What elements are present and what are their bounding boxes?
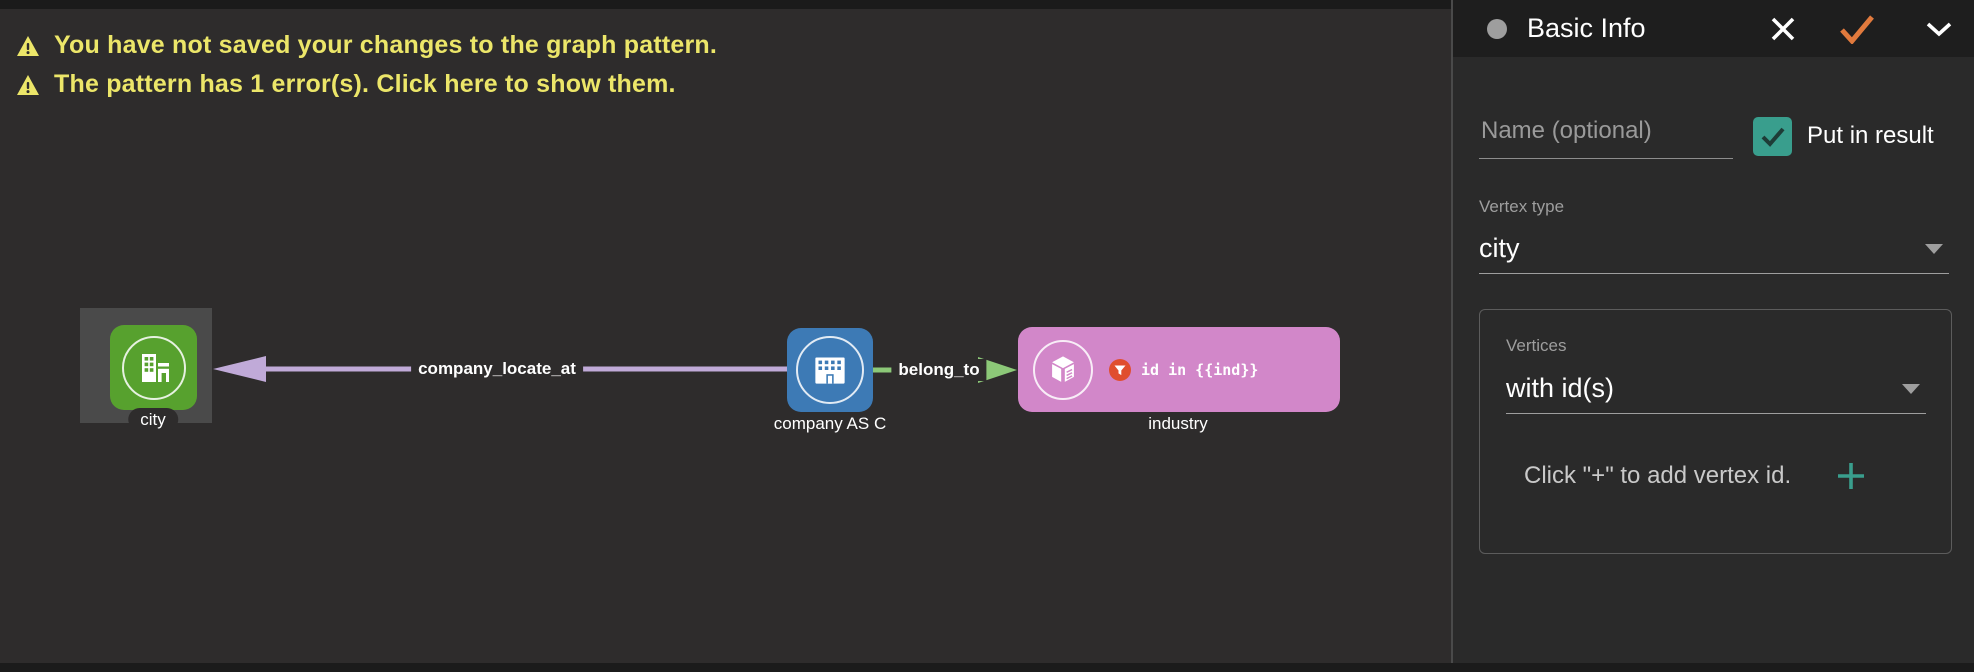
vertex-type-select[interactable]: city	[1479, 224, 1949, 274]
dropdown-caret-icon	[1902, 383, 1920, 394]
vertex-city-label: city	[128, 408, 178, 431]
vertex-industry-filter-text: id in {{ind}}	[1141, 360, 1259, 379]
basic-info-panel: Basic Info	[1453, 0, 1974, 672]
vertex-company[interactable]	[787, 328, 873, 412]
city-icon-ring	[121, 335, 186, 400]
vertex-industry[interactable]: id in {{ind}}	[1018, 327, 1340, 412]
vertices-label: Vertices	[1506, 336, 1567, 355]
warning-triangle-icon	[17, 35, 39, 56]
company-icon-ring	[796, 336, 864, 404]
checkbox-check-icon	[1761, 127, 1785, 147]
graph-canvas[interactable]: You have not saved your changes to the g…	[0, 0, 1451, 672]
edge-label-belong-to[interactable]: belong_to	[891, 359, 987, 381]
panel-divider	[1451, 0, 1453, 672]
vertices-section: Vertices with id(s) Click "+" to add ver…	[1479, 309, 1952, 554]
plus-icon	[1838, 463, 1865, 489]
check-icon	[1840, 14, 1874, 44]
vertices-mode-select[interactable]: with id(s)	[1506, 364, 1926, 414]
put-in-result-checkbox[interactable]	[1753, 117, 1792, 156]
vertex-type-value: city	[1479, 233, 1520, 263]
panel-header: Basic Info	[1453, 0, 1974, 57]
industry-icon-ring	[1033, 339, 1093, 400]
close-icon	[1771, 17, 1795, 40]
add-vertex-id-button[interactable]	[1833, 458, 1869, 494]
warning-triangle-icon	[17, 74, 39, 95]
apply-button[interactable]	[1834, 6, 1880, 52]
collapse-button[interactable]	[1916, 6, 1962, 52]
filter-funnel-icon	[1109, 358, 1131, 381]
top-strip	[0, 0, 1451, 9]
vertices-hint-row: Click "+" to add vertex id.	[1480, 458, 1951, 494]
vertices-mode-value: with id(s)	[1506, 373, 1615, 403]
bottom-strip	[0, 663, 1974, 672]
put-in-result-label: Put in result	[1807, 122, 1934, 149]
industry-box-icon	[1052, 355, 1074, 382]
warning-unsaved: You have not saved your changes to the g…	[16, 31, 717, 60]
city-building-icon	[141, 353, 169, 382]
vertex-status-circle-icon	[1487, 18, 1507, 39]
warning-errors[interactable]: The pattern has 1 error(s). Click here t…	[16, 70, 676, 99]
vertex-industry-label: industry	[1148, 414, 1208, 433]
vertex-city[interactable]	[110, 325, 197, 410]
company-building-icon	[815, 357, 845, 384]
panel-title: Basic Info	[1527, 13, 1646, 43]
dropdown-caret-icon	[1925, 243, 1943, 254]
vertex-company-label: company AS C	[773, 414, 887, 433]
name-input[interactable]	[1479, 104, 1733, 159]
edge-label-company-locate-at[interactable]: company_locate_at	[411, 358, 583, 380]
warning-unsaved-text: You have not saved your changes to the g…	[54, 31, 718, 59]
edge-company-locate-at-arrowhead	[213, 356, 266, 382]
warning-errors-text: The pattern has 1 error(s). Click here t…	[54, 70, 676, 98]
vertex-type-label: Vertex type	[1479, 197, 1565, 216]
chevron-down-icon	[1926, 22, 1952, 36]
close-button[interactable]	[1760, 6, 1806, 52]
vertices-hint-text: Click "+" to add vertex id.	[1524, 462, 1792, 489]
